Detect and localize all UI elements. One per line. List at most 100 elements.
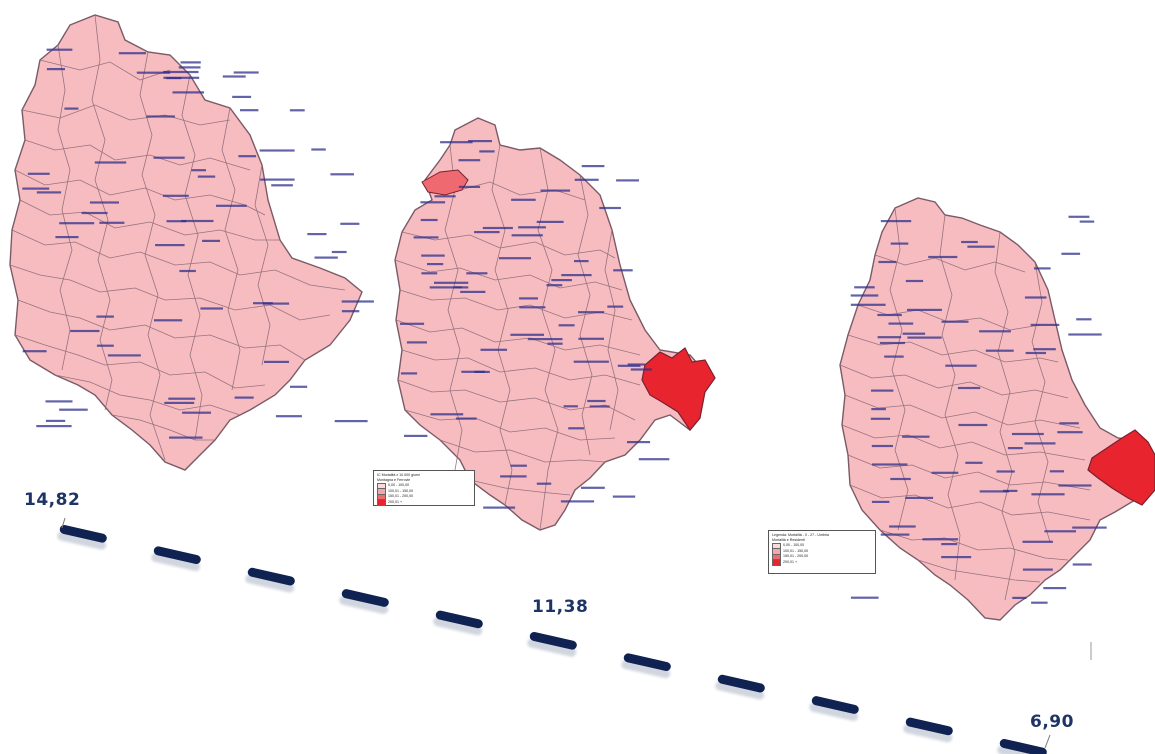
municipality-label-mark bbox=[99, 221, 125, 224]
municipality-label-mark bbox=[965, 461, 983, 464]
municipality-label-mark bbox=[967, 245, 995, 248]
municipality-label-mark bbox=[871, 444, 893, 448]
municipality-label-mark bbox=[89, 201, 119, 204]
municipality-label-mark bbox=[164, 401, 195, 404]
municipality-label-mark bbox=[558, 324, 575, 327]
municipality-label-mark bbox=[638, 458, 670, 461]
municipality-label-mark bbox=[45, 419, 66, 422]
municipality-label-mark bbox=[880, 533, 910, 536]
municipality-label-mark bbox=[238, 155, 257, 158]
legend-title: Legenda: Mortalità - 0 - 27 - Umbria bbox=[772, 533, 829, 537]
municipality-label-mark bbox=[574, 260, 589, 263]
municipality-label-mark bbox=[96, 344, 114, 347]
municipality-label-mark bbox=[455, 417, 477, 420]
municipality-label-mark bbox=[941, 543, 958, 546]
municipality-label-mark bbox=[1024, 442, 1056, 445]
trend-end-tick bbox=[1044, 734, 1051, 749]
municipality-label-mark bbox=[573, 360, 609, 363]
municipality-label-mark bbox=[540, 189, 571, 192]
municipality-label-mark bbox=[1068, 333, 1102, 336]
municipality-label-mark bbox=[1007, 447, 1023, 450]
municipality-label-mark bbox=[480, 348, 507, 351]
municipality-label-mark bbox=[202, 239, 220, 242]
municipality-label-mark bbox=[420, 201, 446, 204]
municipality-label-mark bbox=[458, 185, 481, 188]
trend-dash bbox=[999, 738, 1047, 754]
municipality-label-mark bbox=[985, 349, 1014, 352]
municipality-label-mark bbox=[536, 220, 564, 223]
municipality-label-mark bbox=[1044, 530, 1076, 533]
municipality-label-mark bbox=[1043, 587, 1067, 590]
municipality-label-mark bbox=[466, 272, 488, 275]
municipality-label-mark bbox=[613, 269, 633, 272]
municipality-label-mark bbox=[877, 313, 902, 317]
municipality-label-mark bbox=[172, 91, 204, 94]
municipality-label-mark bbox=[599, 206, 621, 210]
municipality-label-mark bbox=[510, 464, 527, 467]
municipality-label-mark bbox=[1030, 323, 1060, 326]
legend-row: 200,01 + bbox=[377, 499, 471, 506]
legend-row: 200,01 + bbox=[772, 559, 872, 566]
municipality-label-mark bbox=[879, 341, 905, 345]
municipality-label-mark bbox=[957, 386, 981, 390]
municipality-label-mark bbox=[146, 115, 175, 118]
map-center-highlight-east bbox=[641, 347, 716, 432]
municipality-label-mark bbox=[1012, 596, 1027, 599]
municipality-label-mark bbox=[931, 471, 959, 474]
municipality-label-mark bbox=[850, 294, 879, 297]
municipality-label-mark bbox=[1076, 318, 1092, 321]
municipality-label-mark bbox=[400, 322, 425, 325]
municipality-label-mark bbox=[191, 169, 206, 172]
municipality-label-mark bbox=[580, 486, 605, 489]
municipality-label-mark bbox=[945, 364, 977, 367]
municipality-label-mark bbox=[928, 255, 958, 259]
municipality-label-mark bbox=[905, 279, 924, 283]
municipality-label-mark bbox=[155, 244, 185, 247]
municipality-label-mark bbox=[996, 470, 1015, 473]
municipality-label-mark bbox=[1058, 484, 1092, 487]
trend-dash-shadow bbox=[151, 552, 201, 572]
trend-dash bbox=[623, 653, 671, 672]
municipality-label-mark bbox=[907, 308, 942, 311]
municipality-label-mark bbox=[70, 329, 100, 333]
municipality-label-mark bbox=[458, 159, 481, 162]
trend-dash-shadow bbox=[715, 681, 765, 700]
municipality-label-mark bbox=[275, 415, 302, 418]
municipality-label-mark bbox=[1034, 267, 1051, 270]
municipality-label-mark bbox=[1057, 431, 1083, 434]
municipality-label-mark bbox=[330, 173, 354, 176]
trend-dash-shadow bbox=[997, 745, 1047, 754]
municipality-label-mark bbox=[181, 219, 214, 223]
municipality-label-mark bbox=[511, 234, 543, 237]
municipality-label-mark bbox=[574, 178, 599, 181]
municipality-label-mark bbox=[162, 194, 189, 197]
municipality-label-mark bbox=[421, 254, 445, 257]
municipality-label-mark bbox=[314, 256, 338, 259]
trend-value-end: 6,90 bbox=[1030, 712, 1074, 732]
municipality-label-mark bbox=[922, 538, 959, 541]
municipality-label-mark bbox=[200, 307, 223, 310]
municipality-label-mark bbox=[483, 506, 516, 509]
municipality-label-mark bbox=[612, 495, 636, 498]
municipality-label-mark bbox=[36, 191, 62, 194]
trend-dash bbox=[341, 589, 389, 607]
municipality-label-mark bbox=[527, 338, 563, 341]
municipality-label-mark bbox=[1068, 215, 1090, 218]
municipality-label-mark bbox=[59, 408, 88, 411]
municipality-label-mark bbox=[169, 436, 203, 439]
municipality-label-mark bbox=[307, 233, 327, 236]
municipality-label-mark bbox=[260, 178, 295, 181]
trend-dash-shadow bbox=[621, 659, 671, 679]
municipality-label-mark bbox=[136, 71, 171, 74]
municipality-label-mark bbox=[118, 52, 146, 55]
municipality-label-mark bbox=[474, 231, 500, 234]
municipality-label-mark bbox=[1072, 563, 1092, 566]
municipality-label-mark bbox=[1072, 526, 1107, 529]
map-right bbox=[839, 197, 1155, 660]
municipality-label-mark bbox=[59, 222, 95, 225]
municipality-label-mark bbox=[581, 165, 605, 168]
municipality-label-mark bbox=[627, 441, 651, 444]
municipality-label-mark bbox=[587, 399, 606, 403]
municipality-label-mark bbox=[890, 242, 909, 245]
